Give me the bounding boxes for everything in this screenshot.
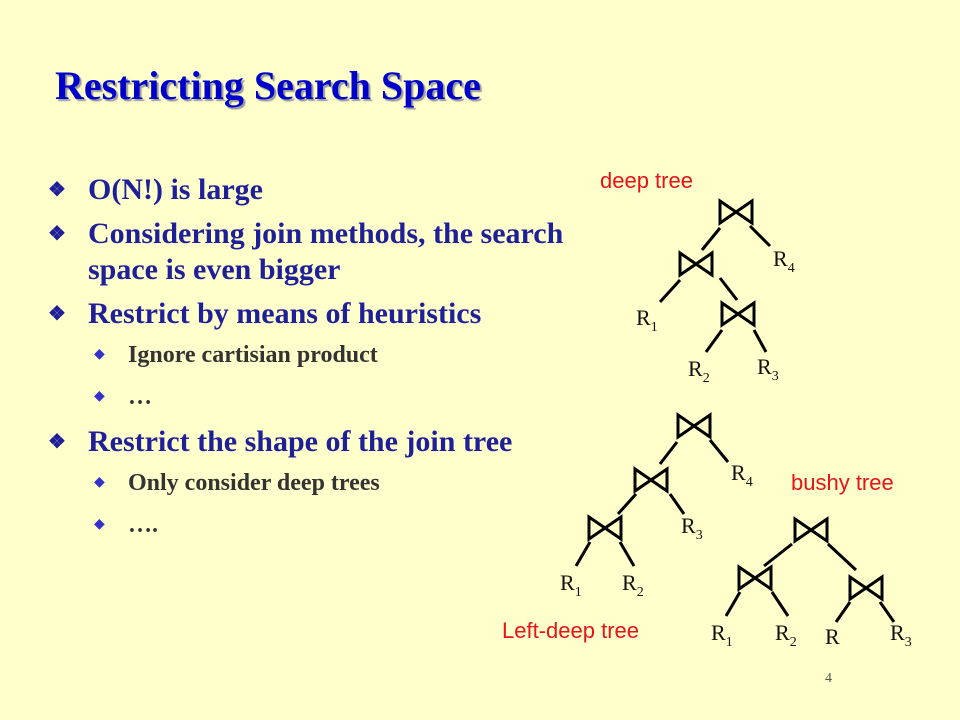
left-deep-tree xyxy=(574,413,730,567)
bullet-item: ❖ O(N!) is large xyxy=(48,172,568,208)
tree-edge xyxy=(718,277,739,301)
tree-edge xyxy=(752,329,768,353)
relation-label-r3: R3 xyxy=(890,620,912,650)
tree-edge xyxy=(658,278,682,304)
join-operator-icon xyxy=(737,565,773,591)
relation-label-r1: R1 xyxy=(711,620,733,650)
sub-bullet-item: ◆ Ignore cartisian product xyxy=(48,340,568,370)
diamond-bullet-icon: ❖ xyxy=(48,179,66,201)
join-operator-icon xyxy=(587,515,623,541)
bullet-text: O(N!) is large xyxy=(88,173,263,206)
bullet-item: ❖ Restrict the shape of the join tree xyxy=(48,424,568,460)
relation-label-r2: R2 xyxy=(775,620,797,650)
tree-edge xyxy=(763,542,793,568)
join-operator-icon xyxy=(633,467,669,493)
tree-edge xyxy=(878,601,896,623)
small-diamond-icon: ◆ xyxy=(94,347,105,362)
sub-bullet-item: ◆ … xyxy=(48,382,568,412)
bullet-list: ❖ O(N!) is large ❖ Considering join meth… xyxy=(48,172,568,552)
sub-bullet-item: ◆ …. xyxy=(48,510,568,540)
tree-edge xyxy=(708,439,730,463)
tree-edge xyxy=(574,541,592,567)
small-diamond-icon: ◆ xyxy=(94,475,105,490)
join-operator-icon xyxy=(848,575,884,601)
tree-edge xyxy=(826,542,858,572)
relation-label-r2: R2 xyxy=(688,356,710,386)
tree-edge xyxy=(618,541,636,567)
join-operator-icon xyxy=(678,251,714,277)
tree-edge xyxy=(668,493,686,515)
relation-label-r2: R2 xyxy=(622,570,644,600)
relation-label-r4: R4 xyxy=(731,460,753,490)
sub-bullet-text: … xyxy=(128,384,152,410)
bullet-item: ❖ Restrict by means of heuristics xyxy=(48,296,568,332)
relation-label-r1: R1 xyxy=(636,305,658,335)
bullet-text: Restrict the shape of the join tree xyxy=(88,425,513,458)
tree-edge xyxy=(616,492,638,516)
relation-label-r: R xyxy=(825,624,840,649)
tree-edge xyxy=(770,591,790,617)
relation-label-r4: R4 xyxy=(773,246,795,276)
relation-label-r3: R3 xyxy=(681,513,703,543)
relation-label-r1: R1 xyxy=(560,570,582,600)
bullet-text: Restrict by means of heuristics xyxy=(88,297,482,330)
sub-bullet-text: …. xyxy=(128,512,158,538)
join-operator-icon xyxy=(676,413,712,439)
diamond-bullet-icon: ❖ xyxy=(48,223,66,245)
slide-title: Restricting Search Space xyxy=(55,63,481,108)
join-operator-icon xyxy=(793,517,829,543)
bushy-tree-label: bushy tree xyxy=(791,470,894,495)
sub-bullet-item: ◆ Only consider deep trees xyxy=(48,468,568,498)
tree-edge xyxy=(724,591,742,617)
bullet-text: Considering join methods, the search spa… xyxy=(88,217,564,286)
tree-edge xyxy=(748,224,772,248)
tree-edge xyxy=(658,441,679,465)
left-deep-tree-label: Left-deep tree xyxy=(502,618,639,643)
tree-edge xyxy=(834,601,852,623)
page-number: 4 xyxy=(825,671,832,686)
relation-label-r3: R3 xyxy=(757,354,779,384)
diamond-bullet-icon: ❖ xyxy=(48,431,66,453)
tree-edge xyxy=(700,227,722,251)
bullet-item: ❖ Considering join methods, the search s… xyxy=(48,216,568,288)
deep-tree-label: deep tree xyxy=(600,168,693,193)
join-operator-icon xyxy=(718,199,754,225)
sub-bullet-text: Ignore cartisian product xyxy=(128,342,378,368)
small-diamond-icon: ◆ xyxy=(94,517,105,532)
deep-tree xyxy=(658,199,772,353)
tree-edge xyxy=(704,329,724,353)
diamond-bullet-icon: ❖ xyxy=(48,303,66,325)
small-diamond-icon: ◆ xyxy=(94,389,105,404)
sub-bullet-text: Only consider deep trees xyxy=(128,470,380,496)
join-operator-icon xyxy=(720,301,756,327)
bushy-tree xyxy=(724,517,896,623)
